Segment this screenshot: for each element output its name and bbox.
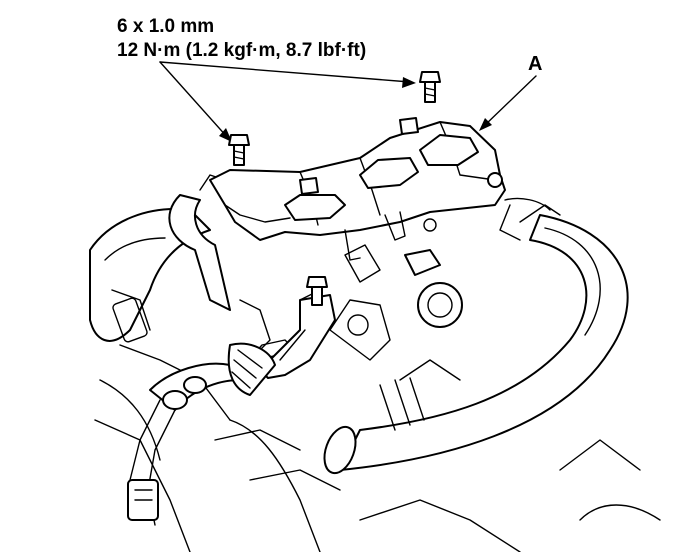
link-bracket bbox=[259, 294, 336, 379]
leader-arrowhead-a bbox=[479, 118, 492, 131]
fastener-torque-label: 12 N·m (1.2 kgf·m, 8.7 lbf·ft) bbox=[117, 40, 366, 61]
bracket-pad-middle bbox=[359, 157, 419, 189]
leader-arrowhead-left bbox=[219, 128, 232, 142]
leader-lines bbox=[159, 61, 537, 142]
leader-arrowhead-right bbox=[402, 77, 416, 88]
bolt-center bbox=[306, 276, 328, 306]
bracket-pad-right bbox=[419, 134, 479, 166]
bracket-mount-hole bbox=[487, 172, 503, 188]
stud-nuts bbox=[299, 117, 419, 195]
ribbed-boot bbox=[227, 249, 463, 396]
bracket-a bbox=[209, 121, 506, 261]
fastener-size-label: 6 x 1.0 mm bbox=[117, 16, 214, 37]
bolt-left bbox=[228, 134, 250, 166]
callout-a-label: A bbox=[528, 53, 542, 75]
bolt-right bbox=[419, 71, 441, 103]
bracket-pad-left bbox=[284, 194, 346, 221]
leader-line-callout-a bbox=[483, 75, 537, 127]
radiator-hose bbox=[323, 197, 629, 475]
leader-line-right-bolt bbox=[159, 61, 411, 83]
round-cap bbox=[417, 282, 463, 328]
leader-line-left-bolt bbox=[159, 61, 229, 139]
